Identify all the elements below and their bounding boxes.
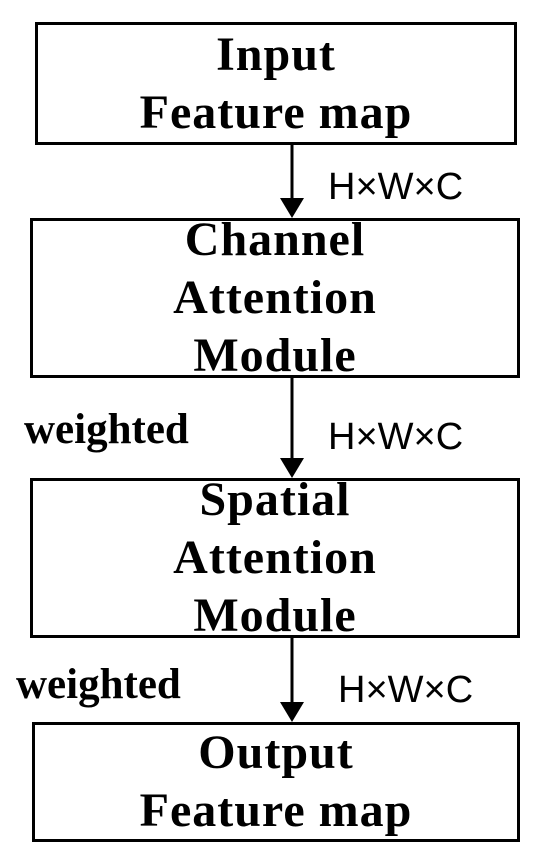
weighted-label: weighted [24,406,189,453]
box-label-line: Output [198,726,354,779]
arrow-channel-to-spatial [280,378,304,478]
box-label-line: Feature map [139,85,413,139]
weighted-label: weighted [16,661,181,708]
box-label-line: Attention [173,531,377,584]
dimension-label: H×W×C [328,166,464,208]
dimension-label: H×W×C [328,416,464,458]
box-label-line: Channel [184,213,366,266]
arrow-spatial-to-output [280,638,304,722]
channel-attention-module-box: Channel Attention Module [30,213,520,382]
output-feature-map-box: Output Feature map [32,722,520,842]
box-label-line: Attention [173,271,377,324]
dimension-label: H×W×C [338,669,474,711]
box-label-line: Module [193,329,357,382]
box-label-line: Feature map [139,784,413,837]
input-feature-map-box: Input Feature map [35,22,517,145]
arrow-input-to-channel [280,145,304,218]
box-label-line: Module [193,589,357,642]
box-label-line: Input [216,27,336,81]
box-label-line: Spatial [199,473,351,526]
spatial-attention-module-box: Spatial Attention Module [30,473,520,642]
